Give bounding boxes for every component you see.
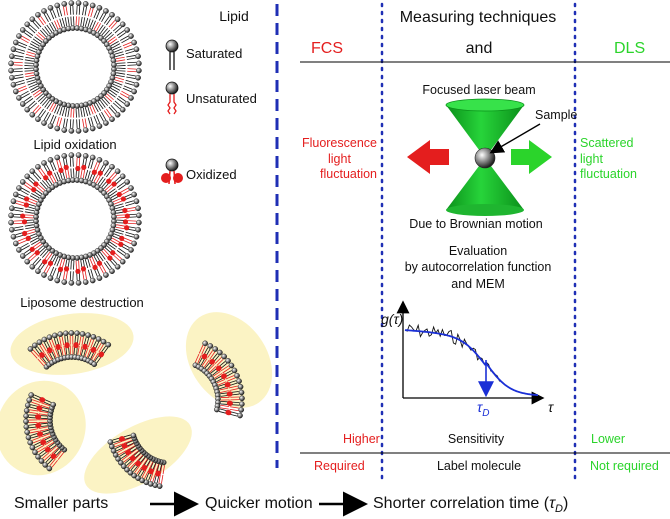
bottom-step-3-close: )	[563, 495, 569, 512]
bottom-step-3: Shorter correlation time (τD)	[373, 495, 568, 515]
label-lipid-oxidation: Lipid oxidation	[33, 137, 117, 152]
tau-d-symbol: τ	[477, 399, 483, 415]
bottom-step-3-text: Shorter correlation time (	[373, 495, 550, 512]
legend-oxidized: Oxidized	[186, 167, 237, 182]
fcs-line-2: light	[328, 151, 351, 166]
fragment-bilayer	[23, 392, 68, 472]
evaluation-line-1: Evaluation	[448, 244, 508, 258]
bottom-tau-symbol: τ	[549, 495, 556, 512]
plot-x-label: τ	[548, 399, 554, 415]
red-arrow-icon	[407, 140, 449, 174]
evaluation-line-3: and MEM	[451, 276, 505, 291]
liposome-fragments	[0, 312, 273, 494]
dls-line-3: fluctuation	[580, 167, 637, 182]
label-liposome-destruction: Liposome destruction	[20, 295, 144, 310]
header-dls: DLS	[614, 40, 646, 57]
dls-line-2: light	[580, 151, 603, 166]
laser-label: Focused laser beam	[422, 83, 536, 97]
plot-fit-curve	[404, 329, 538, 396]
legend-saturated: Saturated	[186, 46, 243, 61]
laser-cone-top	[446, 105, 524, 158]
bottom-step-2: Quicker motion	[205, 495, 313, 512]
bottom-tau-subscript: D	[555, 503, 563, 516]
header-and: and	[465, 40, 493, 57]
fcs-line-1: Fluorescence	[301, 136, 377, 150]
dls-label-molecule: Not required	[590, 459, 659, 473]
legend-unsaturated: Unsaturated	[186, 91, 257, 106]
label-molecule-label: Label molecule	[436, 459, 522, 473]
plot-y-label: g(τ)	[381, 311, 404, 327]
green-arrow-icon	[511, 140, 552, 174]
brownian-label: Due to Brownian motion	[409, 217, 543, 231]
fragment-bilayer	[107, 432, 167, 489]
oxidized-lipid-icon	[161, 158, 183, 185]
unsaturated-lipid-icon	[165, 81, 179, 115]
fcs-fluctuation-text: Fluorescence light fluctuation	[302, 136, 377, 183]
bottom-step-1: Smaller parts	[14, 495, 109, 512]
header-fcs: FCS	[311, 40, 343, 57]
dls-fluctuation-text: Scattered light fluctuation	[580, 136, 637, 183]
fcs-sensitivity: Higher	[343, 432, 380, 446]
fcs-label-molecule: Required	[314, 459, 365, 473]
fcs-line-3: fluctuation	[320, 167, 377, 182]
evaluation-text: Evaluation by autocorrelation function a…	[405, 243, 552, 292]
sensitivity-label: Sensitivity	[447, 432, 505, 446]
laser-cone-bottom	[446, 158, 524, 210]
tau-d-label: τD	[477, 399, 489, 419]
dls-line-1: Scattered	[580, 136, 634, 150]
fragment-bilayer	[27, 330, 112, 370]
evaluation-line-2: by autocorrelation function	[404, 260, 552, 275]
sample-particle	[474, 147, 496, 169]
sample-pointer	[489, 123, 541, 154]
header-title: Measuring techniques	[399, 9, 557, 26]
sample-label: Sample	[535, 108, 578, 122]
fragment-bilayer	[192, 340, 245, 419]
tau-d-subscript: D	[482, 407, 490, 419]
liposome-oxidized	[8, 152, 142, 286]
legend-title: Lipid	[219, 8, 249, 24]
dls-sensitivity: Lower	[591, 432, 626, 446]
saturated-lipid-icon	[165, 39, 179, 70]
liposome-intact	[8, 0, 142, 134]
